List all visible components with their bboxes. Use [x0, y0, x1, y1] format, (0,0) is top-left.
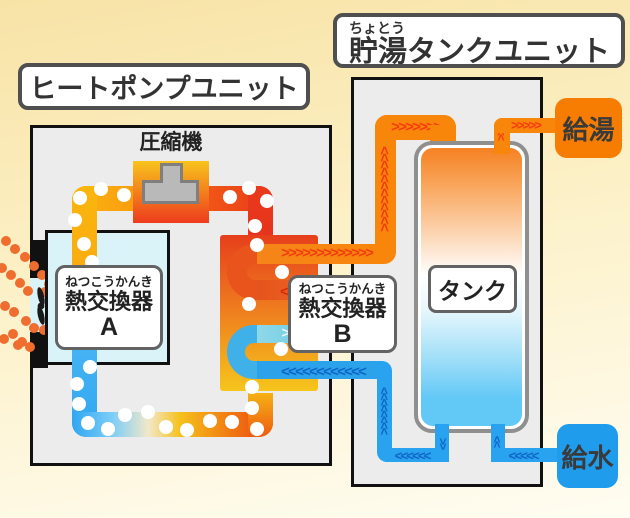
- compressor-motor-base: [142, 180, 199, 204]
- heat-dot: [1, 236, 11, 246]
- air-duct-wall-bottom: [30, 332, 48, 368]
- heat-exchanger-a-label: ねつこうかんき 熱交換器 A: [55, 265, 163, 350]
- heat-pump-unit-title-text: ヒートポンプユニット: [29, 74, 299, 104]
- compressor-label: 圧縮機: [139, 131, 203, 154]
- cold-water-in-port: 給水: [557, 424, 618, 488]
- cold-pipe-tank-out-stub: >>: [435, 424, 449, 462]
- heat-dot: [17, 337, 27, 347]
- hot-water-out-port: 給湯: [555, 98, 622, 158]
- refrigerant-pipe-left-vertical: [72, 186, 97, 268]
- tank-label-text: タンク: [438, 278, 507, 304]
- heat-dot: [0, 301, 10, 311]
- cold-water-in-label: 給水: [561, 442, 614, 473]
- exchanger-a-name: 熱交換器: [64, 289, 153, 314]
- exchanger-b-furigana: ねつこうかんき: [298, 282, 387, 296]
- tank-label: タンク: [428, 265, 517, 313]
- heat-dot: [0, 263, 7, 273]
- cold-pipe-riser: >>>>>>>>: [377, 361, 392, 462]
- exchanger-b-id: B: [333, 320, 352, 348]
- cold-pipe-bottom-left-run: >>>>>>: [378, 448, 449, 463]
- exchanger-a-furigana: ねつこうかんき: [65, 275, 153, 289]
- refrigerant-pipe-expansion: [72, 412, 273, 437]
- exchanger-b-name: 熱交換器: [298, 296, 387, 321]
- exchanger-a-id: A: [99, 313, 119, 341]
- hot-pipe-to-kyuto: >>>>>: [494, 118, 557, 133]
- coil-run4-cold-in: >>>>>>>>>>>>: [257, 361, 392, 379]
- hot-water-out-label: 給湯: [562, 114, 615, 145]
- storage-tank-unit-furigana: ちょとう: [349, 20, 405, 36]
- heat-dot: [15, 278, 25, 288]
- heat-dot: [10, 244, 20, 254]
- heat-dot: [6, 270, 16, 280]
- fan-icon: [37, 287, 45, 325]
- cold-pipe-from-kyusui: >>>>>: [491, 448, 558, 463]
- heat-dot: [20, 252, 30, 262]
- compressor-motor-top: [160, 163, 183, 183]
- heat-pump-unit-title: ヒートポンプユニット: [18, 63, 310, 110]
- refrigerant-pipe-up-to-b: [248, 393, 273, 437]
- hot-pipe-riser: >>>>>>>>>>>>: [375, 115, 396, 264]
- storage-tank-unit-title: ちょとう 貯湯タンクユニット: [333, 13, 625, 68]
- heat-dot: [0, 334, 9, 344]
- refrigerant-pipe-into-b: [248, 186, 273, 237]
- heat-dot: [8, 329, 18, 339]
- heat-dot: [9, 307, 19, 317]
- heat-exchanger-b-label: ねつこうかんき 熱交換器 B: [288, 275, 397, 353]
- heat-dot: [13, 340, 23, 350]
- storage-tank-unit-title-text: 貯湯タンクユニット: [349, 36, 611, 68]
